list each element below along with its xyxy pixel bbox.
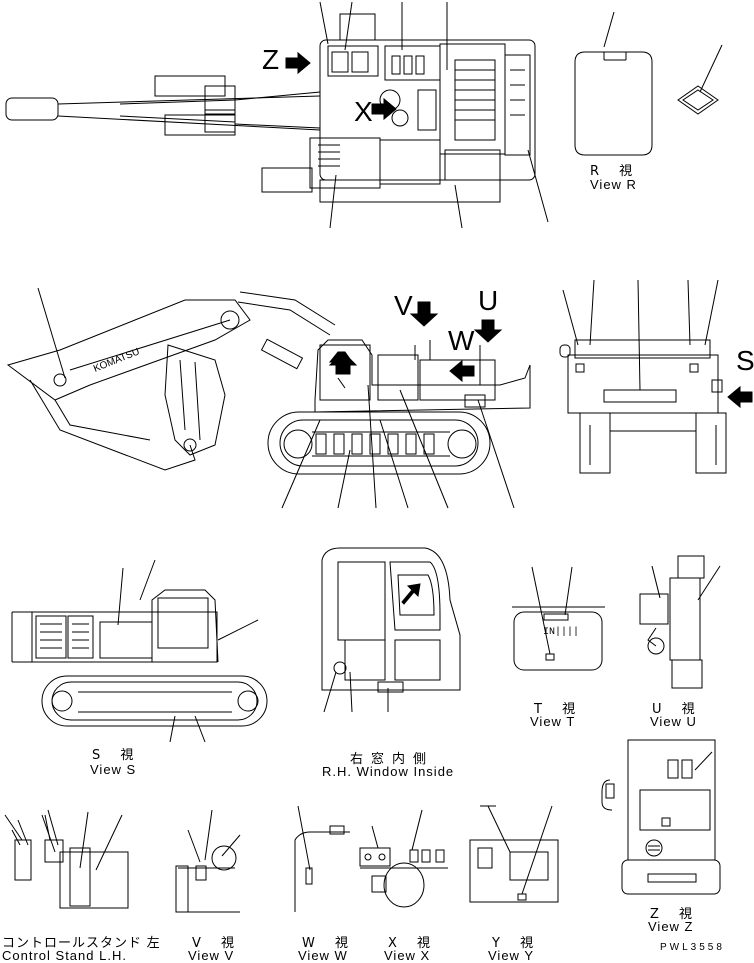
view-w-title-jp: W 視 (302, 936, 356, 951)
control-stand-title: Control Stand L.H. (2, 948, 127, 963)
rh-window-title: R.H. Window Inside (322, 764, 455, 779)
machine-side-view (8, 292, 530, 474)
view-r-title-jp: R 視 (590, 164, 641, 179)
view-u-title-jp: U 視 (652, 702, 703, 717)
view-t-title: View T (530, 714, 576, 729)
view-s-title: View S (90, 762, 137, 777)
drawing-number: PWL3558 (660, 942, 725, 953)
top-view-leaders (320, 2, 548, 228)
view-y-title-jp: Y 視 (492, 936, 542, 951)
view-t-drawing: IN|||| (512, 567, 605, 670)
letter-w: W (448, 325, 475, 356)
view-v-title-jp: V 視 (192, 936, 243, 951)
control-stand-title-jp: コントロールスタンド 左 (2, 935, 161, 950)
view-y-drawing (470, 806, 558, 902)
arrow-x (372, 99, 396, 119)
view-r-title: View R (590, 177, 637, 192)
letter-v: V (394, 290, 413, 321)
side-view-leaders (38, 288, 514, 508)
view-z-title: View Z (648, 919, 694, 934)
arrow-rh (402, 584, 420, 604)
letter-u: U (478, 285, 499, 316)
view-x-title-jp: X 視 (388, 936, 439, 951)
machine-top-view (6, 14, 535, 202)
arrow-w (450, 361, 474, 381)
arrow-v (411, 302, 437, 326)
view-w-title: View W (298, 948, 348, 963)
brand-logo: KOMATSU (92, 346, 141, 374)
letter-z: Z (262, 44, 280, 75)
arrow-z (286, 53, 310, 73)
arrow-s (728, 387, 752, 407)
view-z-title-jp: Z 視 (650, 907, 701, 922)
view-x-title: View X (384, 948, 431, 963)
arrow-up (330, 352, 356, 374)
view-v-drawing (176, 810, 240, 912)
control-stand-drawing (5, 810, 128, 908)
view-y-title: View Y (488, 948, 534, 963)
arrow-u (475, 320, 501, 342)
machine-rear-view (560, 280, 726, 473)
view-z-drawing (602, 740, 720, 894)
view-w-drawing (295, 806, 350, 912)
view-x-drawing (360, 810, 448, 907)
rh-window-drawing (322, 548, 460, 712)
view-u-title: View U (650, 714, 697, 729)
letter-s: S (736, 345, 754, 376)
view-s-title-jp: S 視 (92, 748, 142, 763)
view-s-drawing (12, 560, 267, 742)
rh-window-title-jp: 右窓内側 (350, 752, 435, 767)
svg-text:IN||||: IN|||| (543, 626, 579, 638)
view-t-title-jp: T 視 (534, 702, 584, 717)
view-u-drawing (640, 556, 720, 688)
view-r-drawing (575, 12, 722, 155)
letter-x: X (354, 96, 373, 127)
view-v-title: View V (188, 948, 235, 963)
